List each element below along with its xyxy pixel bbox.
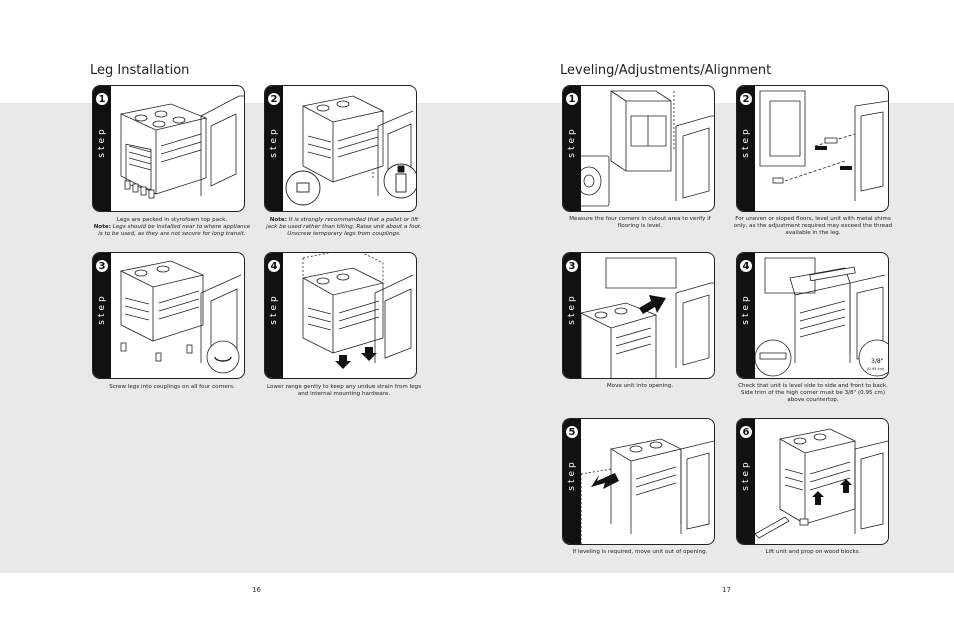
left-page-number: 16 [252,586,261,594]
measure-corners-illustration [581,90,714,207]
left-step-2-panel: step 2 [264,85,417,212]
move-out-illustration [581,438,714,544]
step-number-badge: 6 [739,425,753,439]
step-number-badge: 1 [565,92,579,106]
raised-range-illustration [285,95,416,206]
step-strip: step [563,419,581,544]
step-strip: step [563,253,581,378]
right-step-3-panel: step 3 [562,252,715,379]
step-number-badge: 3 [95,259,109,273]
right-step-1-panel: step 1 [562,85,715,212]
step-strip: step [737,419,755,544]
dimension-label-metric: (0.95 cm) [867,367,885,371]
wood-blocks-illustration [755,428,888,539]
step-strip: step [93,86,111,211]
right-step-2-panel: step 2 [736,85,889,212]
step-strip: step [265,253,283,378]
check-level-illustration: 3/8" (0.95 cm) [755,257,888,377]
right-step-4-caption: Check that unit is level side to side an… [738,383,888,404]
step-strip: step [737,86,755,211]
right-page-number: 17 [722,586,731,594]
left-step-1-caption: Legs are packed in styrofoam top pack. N… [93,217,251,238]
step-strip: step [265,86,283,211]
right-step-3-caption: Move unit into opening. [606,383,674,389]
move-into-opening-illustration [581,257,714,378]
screw-legs-illustration [119,260,242,374]
left-page-title: Leg Installation [90,63,190,78]
left-step-1-panel: step 1 [92,85,245,212]
left-step-3-panel: step 3 [92,252,245,379]
right-step-6-caption: Lift unit and prop on wood blocks. [765,549,861,555]
step-number-badge: 1 [95,92,109,106]
right-page-title: Leveling/Adjustments/Alignment [560,63,772,78]
step-strip: step [563,86,581,211]
range-with-legs-illustration [119,95,244,199]
right-step-6-panel: step 6 [736,418,889,545]
right-step-5-caption: If leveling is required, move unit out o… [572,549,708,555]
step-number-badge: 5 [565,425,579,439]
step-number-badge: 3 [565,259,579,273]
right-step-2-caption: For uneven or sloped floors, level unit … [733,216,893,237]
step-number-badge: 2 [739,92,753,106]
left-step-3-caption: Screw legs into couplings on all four co… [109,384,235,390]
step-number-badge: 4 [739,259,753,273]
step-strip: step [737,253,755,378]
dimension-label: 3/8" [871,358,884,365]
step-number-badge: 4 [267,259,281,273]
right-step-5-panel: step 5 [562,418,715,545]
right-step-4-panel: step 4 3/8" (0.95 cm) [736,252,889,379]
left-step-2-caption: Note: It is strongly recommended that a … [266,217,422,238]
step-strip: step [93,253,111,378]
step-number-badge: 2 [267,92,281,106]
left-step-4-caption: Lower range gently to keep any undue str… [266,384,422,398]
lower-range-illustration [301,253,414,369]
right-step-1-caption: Measure the four corners in cutout area … [569,216,711,230]
left-step-4-panel: step 4 [264,252,417,379]
metal-shims-illustration [759,90,888,201]
